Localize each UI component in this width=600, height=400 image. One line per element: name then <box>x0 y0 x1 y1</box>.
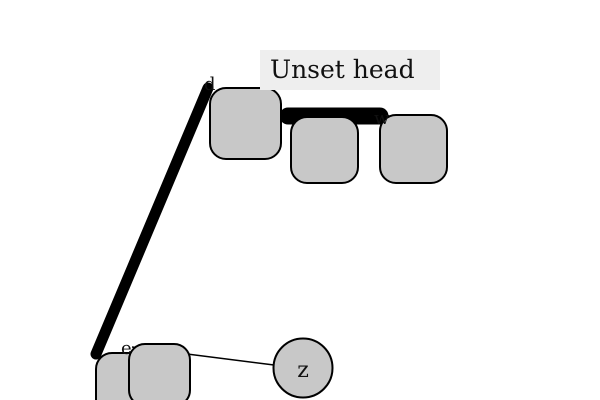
node-z-circle[interactable] <box>272 337 334 399</box>
unset-head-tooltip: Unset head <box>260 50 440 90</box>
node-w-label: w <box>374 108 390 129</box>
node-middle-box[interactable] <box>290 116 359 184</box>
node-d-label: d <box>204 74 216 95</box>
node-e-label: e <box>121 338 132 359</box>
node-d-box[interactable] <box>209 87 282 160</box>
node-w-box[interactable] <box>379 114 448 184</box>
node-e-box[interactable] <box>128 343 191 400</box>
edge-d-to-bottom <box>90 82 214 360</box>
node-z-label: z <box>297 358 309 383</box>
